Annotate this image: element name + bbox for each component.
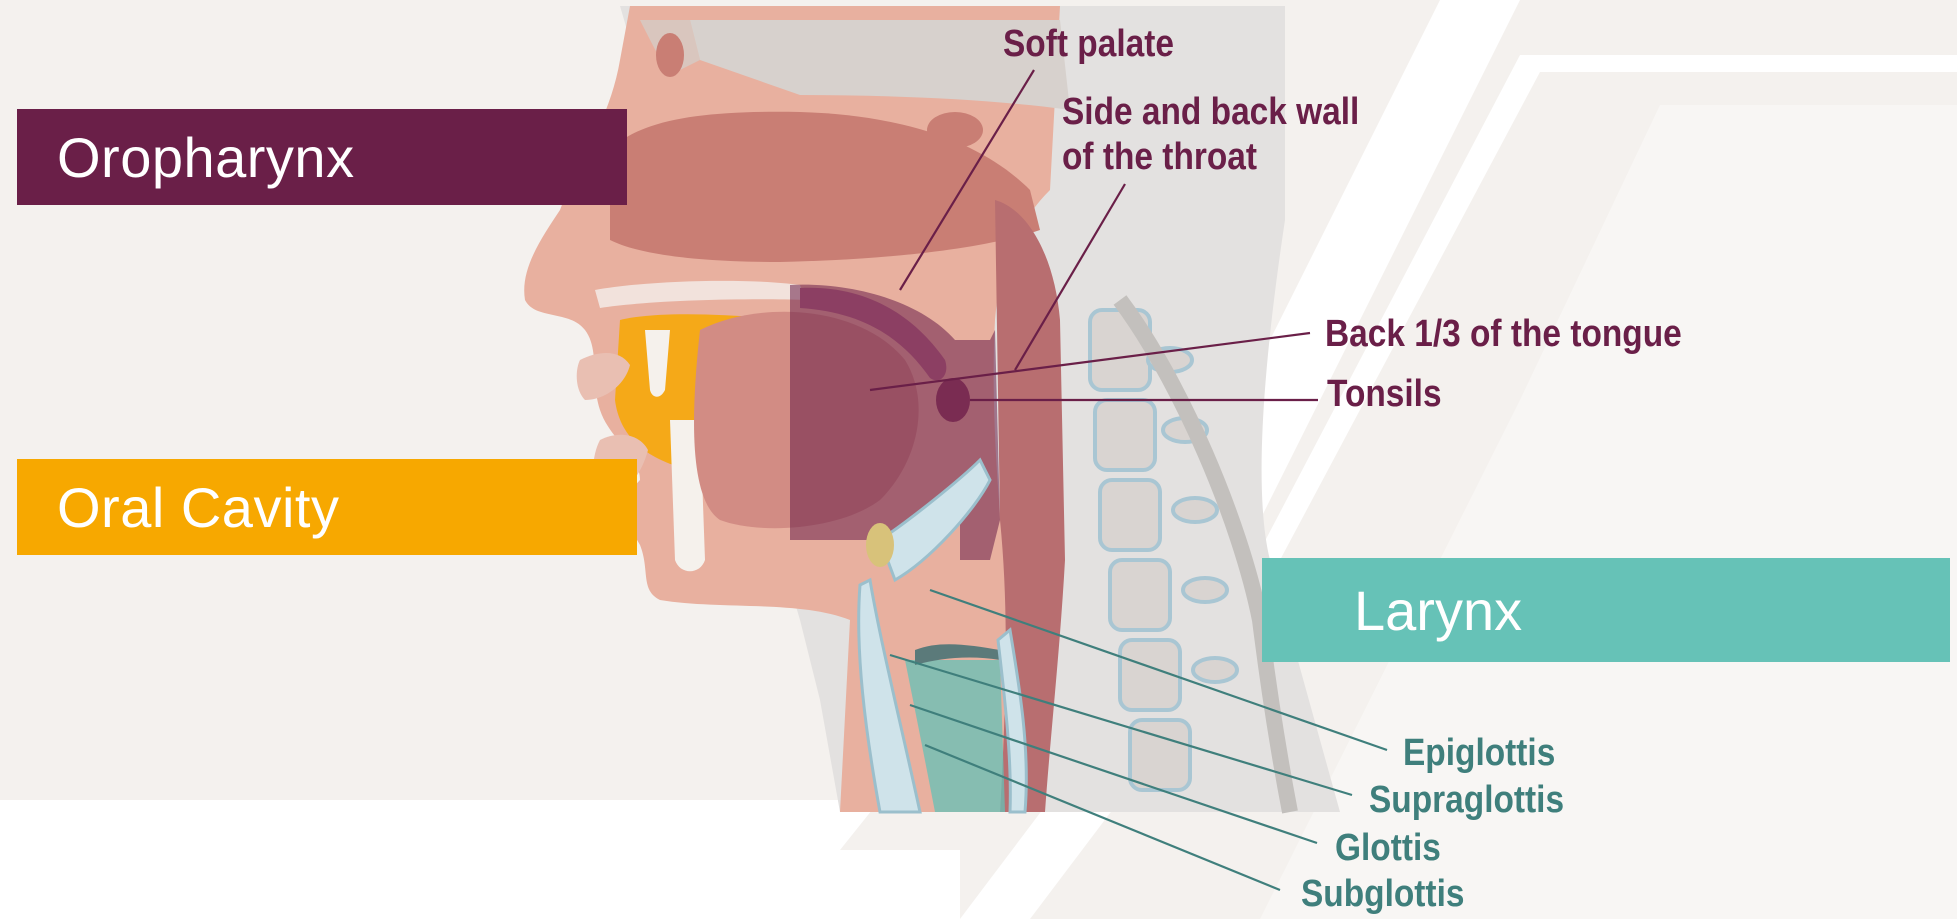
- side-back-wall-label-line1: Side and back wall: [1062, 90, 1359, 134]
- oropharynx-banner: Oropharynx: [17, 109, 627, 205]
- tonsil: [936, 378, 970, 422]
- sinus-cavity: [656, 33, 684, 77]
- epiglottis-label: Epiglottis: [1403, 731, 1555, 775]
- soft-palate-label: Soft palate: [1003, 22, 1174, 66]
- subglottis-label: Subglottis: [1301, 872, 1464, 916]
- tonsils-label: Tonsils: [1327, 372, 1442, 416]
- larynx-title: Larynx: [1262, 578, 1522, 643]
- oropharynx-title: Oropharynx: [17, 125, 355, 190]
- sphenoid-sinus: [927, 112, 983, 148]
- oral-cavity-banner: Oral Cavity: [17, 459, 637, 555]
- side-back-wall-label-line2: of the throat: [1062, 135, 1257, 179]
- supraglottis-label: Supraglottis: [1369, 778, 1564, 822]
- larynx-banner: Larynx: [1262, 558, 1950, 662]
- oral-cavity-title: Oral Cavity: [17, 475, 339, 540]
- glottis-label: Glottis: [1335, 826, 1441, 870]
- hyoid-bone: [866, 523, 894, 567]
- back-tongue-label: Back 1/3 of the tongue: [1325, 312, 1682, 356]
